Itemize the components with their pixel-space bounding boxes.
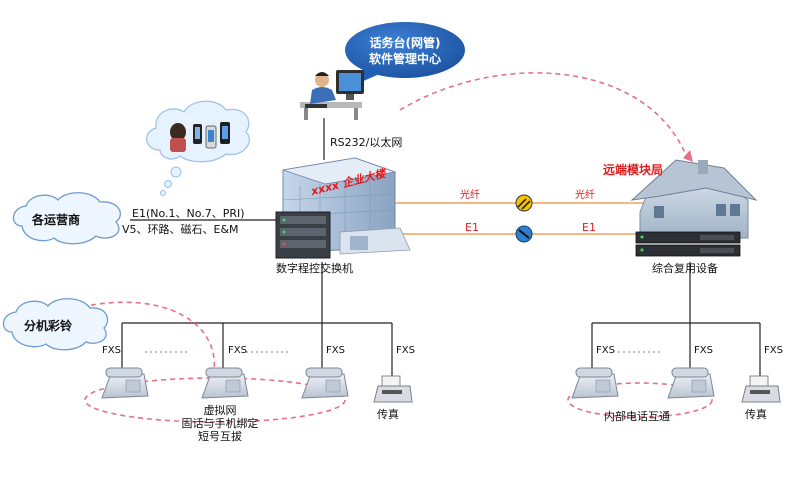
fxs-label: FXS: [102, 345, 121, 356]
operator-label: 各运营商: [32, 213, 81, 227]
remote-house-icon: [630, 159, 758, 241]
virtual-net-line-3: 短号互拔: [198, 430, 242, 444]
ringtone-cloud: [2, 298, 109, 351]
fax-label-right: 传真: [745, 408, 767, 421]
dashed-arrows: [81, 72, 713, 423]
bubble-line-1: 话务台(网管): [369, 36, 441, 50]
desk-phone-icon: [201, 367, 249, 399]
rs232-label: RS232/以太网: [330, 136, 403, 149]
fxs-label: FXS: [396, 345, 415, 356]
fax-machine-icon: [741, 375, 781, 403]
mux-label: 综合复用设备: [652, 262, 718, 275]
fxs-label: FXS: [228, 345, 247, 356]
intercom-label: 内部电话互通: [604, 410, 670, 423]
fxs-label: FXS: [694, 345, 713, 356]
virtual-network-label: 虚拟网 固话与手机绑定 短号互拔: [160, 404, 280, 444]
e1-label-right: E1: [582, 221, 596, 234]
connection-lines: [121, 118, 761, 378]
fiber-label-left: 光纤: [460, 190, 480, 201]
management-center-label: 话务台(网管) 软件管理中心: [350, 35, 460, 67]
ringtone-arrow: [81, 301, 216, 373]
desk-phone-icon: [571, 367, 619, 399]
fax-label-left: 传真: [377, 408, 399, 421]
virtual-net-line-2: 固话与手机绑定: [181, 417, 259, 431]
ringtone-label: 分机彩铃: [24, 319, 73, 333]
pbx-label: 数字程控交换机: [276, 262, 353, 275]
remote-module-label: 远端模块局: [603, 163, 664, 177]
trunk-label-line1: E1(No.1、No.7、PRI): [132, 207, 245, 220]
fiber-label-right: 光纤: [575, 190, 595, 201]
e1-connector-icon: [515, 225, 533, 243]
operator-workstation-icon: [300, 70, 364, 120]
virtual-net-line-1: 虚拟网: [203, 404, 237, 417]
desk-phone-icon: [301, 367, 349, 399]
bubble-line-2: 软件管理中心: [368, 52, 441, 67]
mobile-thought-cloud: [146, 100, 250, 196]
mux-device-icon: [635, 231, 741, 257]
e1-label-left: E1: [465, 221, 479, 234]
desk-phone-icon: [667, 367, 715, 399]
fiber-connector-icon: [515, 194, 533, 212]
mobile-phones-icon: [170, 122, 230, 152]
remote-management-arrow: [399, 72, 689, 161]
fxs-label: FXS: [326, 345, 345, 356]
fxs-label: FXS: [596, 345, 615, 356]
fxs-label: FXS: [764, 345, 783, 356]
desk-phone-icon: [101, 367, 149, 399]
operator-cloud: [12, 192, 121, 245]
fax-machine-icon: [373, 375, 413, 403]
trunk-label-line2: V5、环路、磁石、E&M: [122, 223, 239, 236]
pbx-rack-icon: [275, 211, 331, 259]
